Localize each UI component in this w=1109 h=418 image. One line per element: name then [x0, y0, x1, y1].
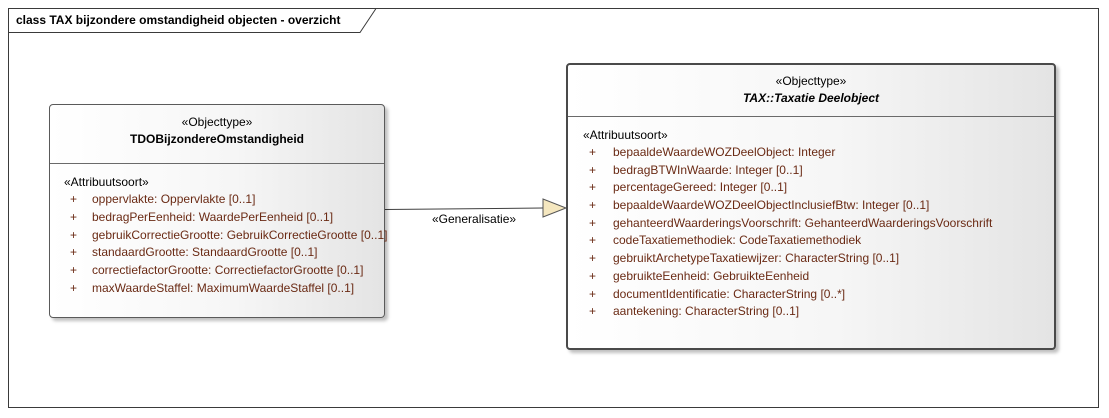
- class-divider: [50, 163, 384, 164]
- visibility-marker: +: [589, 145, 597, 159]
- class-stereotype: «Objecttype»: [775, 74, 847, 88]
- attribute-section-label: «Attribuutsoort»: [64, 175, 149, 189]
- visibility-marker: +: [70, 263, 78, 278]
- attribute-text: bedragPerEenheid: WaardePerEenheid [0..1…: [92, 209, 334, 224]
- attribute-text: oppervlakte: Oppervlakte [0..1]: [92, 192, 256, 206]
- visibility-marker: +: [589, 180, 597, 195]
- attribute-row[interactable]: + gehanteerdWaarderingsVoorschrift: Gehan…: [589, 215, 1060, 233]
- connector-line: [384, 207, 544, 210]
- attribute-row[interactable]: + maxWaardeStaffel: MaximumWaardeStaffel …: [70, 280, 390, 298]
- generalization-arrowhead: [542, 198, 568, 218]
- class-divider: [568, 116, 1054, 117]
- visibility-marker: +: [589, 233, 597, 248]
- visibility-marker: +: [589, 162, 597, 177]
- class-header: «Objecttype» TDOBijzondereOmstandigheid: [50, 105, 384, 163]
- attribute-row[interactable]: + gebruiktArchetypeTaxatiewijzer: Charact…: [589, 250, 1060, 268]
- visibility-marker: +: [589, 215, 597, 230]
- attribute-text: codeTaxatiemethodiek: CodeTaxatiemethodi…: [613, 233, 862, 248]
- attribute-text: bepaaldeWaardeWOZDeelObject: Integer: [613, 145, 836, 159]
- attribute-text: percentageGereed: Integer [0..1]: [613, 180, 788, 195]
- diagram-frame: [8, 8, 1099, 408]
- visibility-marker: +: [70, 209, 78, 224]
- attribute-text: aantekening: CharacterString [0..1]: [613, 304, 800, 319]
- attribute-text: maxWaardeStaffel: MaximumWaardeStaffel […: [92, 280, 355, 295]
- attribute-row[interactable]: + bepaaldeWaardeWOZDeelObjectInclusiefBtw…: [589, 197, 1060, 215]
- attribute-compartment: «Attribuutsoort» + oppervlakte: Oppervlak…: [50, 164, 387, 298]
- attribute-row[interactable]: + percentageGereed: Integer [0..1]: [589, 179, 1060, 197]
- class-header: «Objecttype» TAX::Taxatie Deelobject: [568, 65, 1054, 116]
- class-stereotype: «Objecttype»: [181, 115, 253, 129]
- attribute-text: gebruikCorrectieGrootte: GebruikCorrecti…: [92, 227, 388, 242]
- attribute-row[interactable]: + bedragPerEenheid: WaardePerEenheid [0..…: [70, 209, 390, 227]
- visibility-marker: +: [589, 198, 597, 213]
- attribute-row[interactable]: + codeTaxatiemethodiek: CodeTaxatiemethod…: [589, 232, 1060, 250]
- attribute-text: standaardGrootte: StandaardGrootte [0..1…: [92, 245, 318, 260]
- attribute-compartment: «Attribuutsoort» + bepaaldeWaardeWOZDeelO…: [568, 117, 1054, 321]
- attribute-row[interactable]: + gebruikteEenheid: GebruikteEenheid: [589, 268, 1060, 286]
- class-name: TDOBijzondereOmstandigheid: [129, 132, 304, 146]
- attribute-text: documentIdentificatie: CharacterString […: [613, 286, 846, 301]
- visibility-marker: +: [70, 280, 78, 295]
- attribute-text: gebruiktArchetypeTaxatiewijzer: Characte…: [613, 251, 900, 266]
- attribute-row[interactable]: + bepaaldeWaardeWOZDeelObject: Integer: [589, 144, 1060, 162]
- visibility-marker: +: [589, 304, 597, 319]
- attribute-row[interactable]: + bedragBTWInWaarde: Integer [0..1]: [589, 162, 1060, 180]
- visibility-marker: +: [589, 286, 597, 301]
- class-tdobijzondereomstandigheid[interactable]: «Objecttype» TDOBijzondereOmstandigheid …: [49, 104, 387, 318]
- attribute-text: gebruikteEenheid: GebruikteEenheid: [613, 268, 810, 283]
- attribute-section-label: «Attribuutsoort»: [583, 128, 668, 142]
- attribute-text: gehanteerdWaarderingsVoorschrift: Gehant…: [613, 215, 993, 230]
- visibility-marker: +: [589, 268, 597, 283]
- attribute-row[interactable]: + correctiefactorGrootte: Correctiefactor…: [70, 262, 390, 280]
- attribute-row[interactable]: + oppervlakte: Oppervlakte [0..1]: [70, 191, 390, 209]
- class-name: TAX::Taxatie Deelobject: [742, 91, 880, 105]
- visibility-marker: +: [70, 245, 78, 260]
- class-taxatie-deelobject[interactable]: «Objecttype» TAX::Taxatie Deelobject «At…: [566, 63, 1056, 350]
- attribute-text: bedragBTWInWaarde: Integer [0..1]: [613, 162, 803, 177]
- attribute-row[interactable]: + gebruikCorrectieGrootte: GebruikCorrect…: [70, 227, 390, 245]
- attribute-row[interactable]: + aantekening: CharacterString [0..1]: [589, 303, 1060, 321]
- visibility-marker: +: [589, 251, 597, 266]
- frame-tab-outline: [8, 8, 377, 33]
- attribute-row[interactable]: + standaardGrootte: StandaardGrootte [0..…: [70, 244, 390, 262]
- frame-title: class TAX bijzondere omstandigheid objec…: [16, 13, 341, 27]
- attribute-text: correctiefactorGrootte: CorrectiefactorG…: [92, 263, 364, 278]
- attribute-text: bepaaldeWaardeWOZDeelObjectInclusiefBtw:…: [613, 198, 930, 213]
- attribute-row[interactable]: + documentIdentificatie: CharacterString …: [589, 286, 1060, 304]
- connector-label: «Generalisatie»: [432, 212, 517, 226]
- visibility-marker: +: [70, 192, 78, 206]
- visibility-marker: +: [70, 227, 78, 242]
